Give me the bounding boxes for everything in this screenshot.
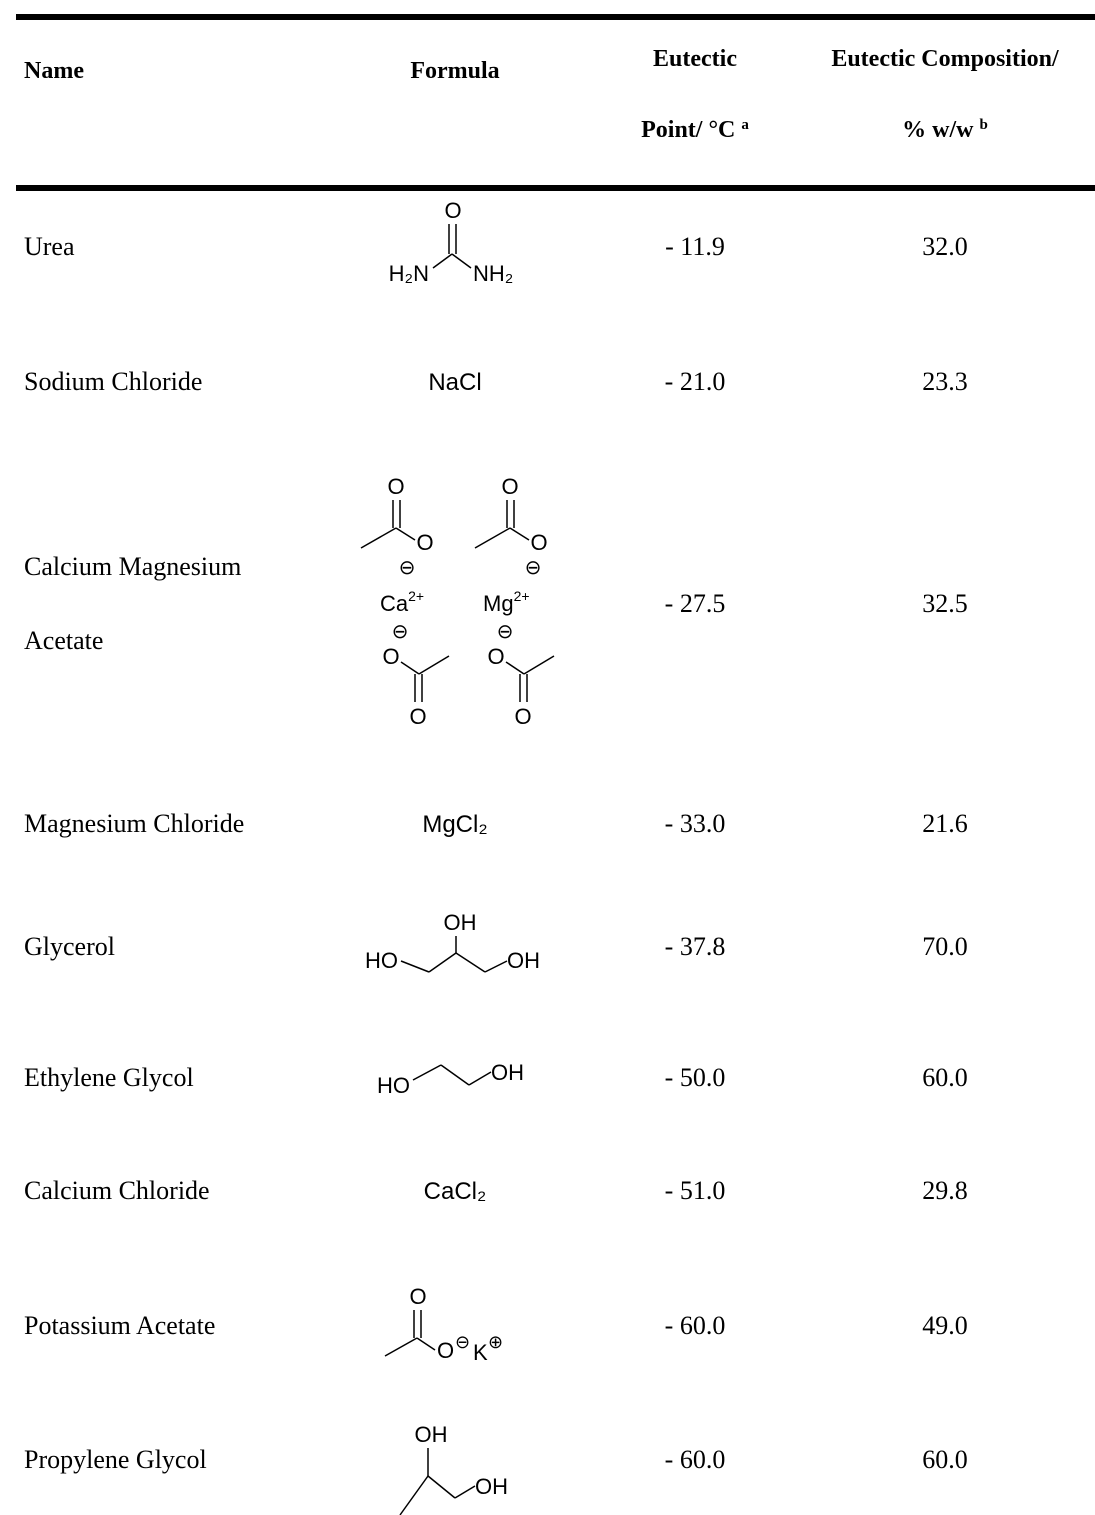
row-name: Sodium Chloride	[24, 367, 203, 396]
column-header-eutectic-composition-line1: Eutectic Composition/	[831, 46, 1059, 72]
footnote-marker: b	[979, 117, 988, 133]
atom-label: H₂N	[389, 261, 429, 286]
row-eutectic-point: - 60.0	[664, 1445, 726, 1474]
column-header-eutectic-point: Eutectic Point/ °C a	[610, 26, 780, 163]
row-composition: 60.0	[922, 1063, 968, 1092]
atom-label: O	[387, 474, 404, 499]
row-formula: CaCl₂	[423, 1178, 487, 1205]
charge-label: 2+	[514, 588, 530, 604]
row-name: Ethylene Glycol	[24, 1063, 194, 1092]
atom-label: O	[437, 1338, 454, 1363]
row-composition: 32.0	[922, 232, 968, 261]
row-formula: NaCl	[428, 369, 482, 396]
cation-label: Ca2+	[380, 588, 424, 616]
row-composition: 21.6	[922, 809, 968, 838]
potassium-acetate-structure: O O ⊖ K ⊕	[345, 1280, 565, 1365]
cation-label: Mg2+	[483, 588, 530, 616]
atom-label: O	[514, 704, 531, 729]
table-top-rule	[16, 14, 1095, 20]
row-name-line2: Acetate	[24, 626, 104, 655]
row-eutectic-point: - 51.0	[664, 1176, 726, 1205]
row-composition: 60.0	[922, 1445, 968, 1474]
minus-charge-icon: ⊖	[455, 1332, 470, 1352]
row-composition: 23.3	[922, 367, 968, 396]
atom-label: HO	[365, 948, 398, 973]
atom-label: HO	[377, 1073, 410, 1098]
row-composition: 70.0	[922, 932, 968, 961]
atom-label: OH	[444, 910, 477, 935]
plus-charge-icon: ⊕	[488, 1332, 503, 1352]
atom-label: OH	[415, 1422, 448, 1447]
row-composition: 32.5	[922, 589, 968, 618]
column-header-name: Name	[24, 58, 84, 84]
row-name: Glycerol	[24, 932, 115, 961]
header-text: Point/ °C	[641, 117, 736, 143]
atom-label: NH₂	[473, 261, 513, 286]
propylene-glycol-structure: OH OH	[345, 1418, 565, 1515]
minus-charge-icon: ⊖	[399, 557, 416, 579]
atom-label: OH	[491, 1060, 524, 1085]
row-eutectic-point: - 27.5	[664, 589, 726, 618]
ethylene-glycol-structure: HO OH	[345, 1050, 565, 1100]
row-eutectic-point: - 11.9	[665, 232, 725, 261]
row-name: Potassium Acetate	[24, 1311, 216, 1340]
header-text: % w/w	[902, 117, 974, 143]
atom-label: O	[444, 198, 461, 223]
atom-label: K	[473, 1340, 488, 1365]
charge-label: 2+	[408, 588, 424, 604]
column-header-eutectic-composition-line2: % w/w b	[800, 92, 1090, 163]
column-header-eutectic-point-line2: Point/ °C a	[610, 92, 780, 163]
column-header-formula: Formula	[410, 58, 500, 84]
atom-label: O	[501, 474, 518, 499]
urea-structure: O H₂N NH₂	[345, 196, 565, 296]
row-name-line1: Calcium Magnesium	[24, 552, 242, 581]
atom-label: OH	[475, 1474, 508, 1499]
column-header-eutectic-composition: Eutectic Composition/ % w/w b	[800, 26, 1090, 163]
atom-label: OH	[507, 948, 540, 973]
row-composition: 29.8	[922, 1176, 968, 1205]
calcium-magnesium-acetate-structure: O O ⊖ O O ⊖ Ca2+ Mg2+ ⊖ O O ⊖ O	[345, 470, 565, 740]
minus-charge-icon: ⊖	[497, 621, 514, 643]
row-eutectic-point: - 33.0	[664, 809, 726, 838]
glycerol-structure: OH HO OH	[345, 908, 565, 978]
row-name: Calcium Magnesium Acetate	[24, 530, 241, 678]
minus-charge-icon: ⊖	[525, 557, 542, 579]
atom-label: Ca	[380, 591, 409, 616]
footnote-marker: a	[741, 117, 749, 133]
atom-label: O	[382, 644, 399, 669]
row-eutectic-point: - 21.0	[664, 367, 726, 396]
atom-label: Mg	[483, 591, 514, 616]
row-composition: 49.0	[922, 1311, 968, 1340]
row-name: Urea	[24, 232, 75, 261]
row-name: Magnesium Chloride	[24, 809, 245, 838]
row-name: Propylene Glycol	[24, 1445, 207, 1474]
atom-label: O	[487, 644, 504, 669]
minus-charge-icon: ⊖	[392, 621, 409, 643]
row-name: Calcium Chloride	[24, 1176, 210, 1205]
column-header-eutectic-point-line1: Eutectic	[653, 46, 737, 72]
atom-label: O	[409, 1284, 426, 1309]
atom-label: O	[530, 530, 547, 555]
row-eutectic-point: - 60.0	[664, 1311, 726, 1340]
row-eutectic-point: - 37.8	[664, 932, 726, 961]
table-header-rule	[16, 185, 1095, 191]
row-eutectic-point: - 50.0	[664, 1063, 726, 1092]
atom-label: O	[416, 530, 433, 555]
atom-label: O	[409, 704, 426, 729]
row-formula: MgCl₂	[422, 811, 488, 838]
